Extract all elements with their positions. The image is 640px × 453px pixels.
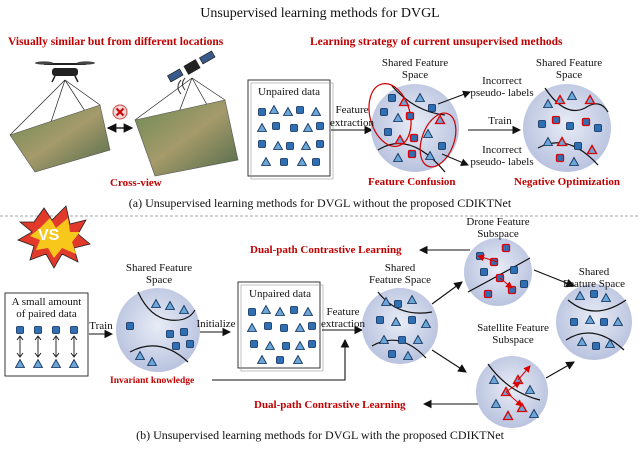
feature-confusion-label: Feature Confusion [368, 176, 456, 188]
vs-label: VS [38, 227, 60, 244]
shared-right-label-1: Shared [578, 266, 610, 278]
unpaired-data-label-a: Unpaired data [258, 86, 320, 98]
dual-path-bottom-label: Dual-path Contrastive Learning [254, 399, 406, 411]
shared-space-right-label-1: Shared Feature [535, 57, 603, 69]
satellite-feature-subspace [476, 356, 548, 428]
shared-space-right-label-2: Space [555, 69, 583, 81]
shared-space-left [116, 288, 200, 372]
paired-data-items [15, 326, 79, 368]
incorrect-bottom-label-1: Incorrect [482, 144, 522, 156]
shared-left-label-1: Shared Feature [125, 262, 193, 274]
incorrect-top-label-1: Incorrect [482, 75, 522, 87]
paired-data-label-1: A small amount [11, 296, 82, 308]
initialize-label: Initialize [196, 318, 236, 330]
shared-mid-label-2: Feature Space [369, 274, 431, 286]
invariant-knowledge-label: Invariant knowledge [110, 376, 195, 386]
negative-optimization-label: Negative Optimization [514, 176, 621, 188]
incorrect-bottom-label-2: pseudo- labels [470, 156, 534, 168]
visually-similar-heading: Visually similar but from different loca… [8, 36, 224, 48]
feature-label-a: Feature [335, 104, 369, 116]
unpaired-data-label-b: Unpaired data [249, 288, 311, 300]
train-label-a: Train [488, 115, 512, 127]
drone-subspace-label-1: Drone Feature [466, 216, 530, 228]
confused-feature-space [368, 83, 459, 173]
drone-icon [35, 61, 95, 83]
caption-a: (a) Unsupervised learning methods for DV… [128, 196, 512, 210]
dual-path-top-label: Dual-path Contrastive Learning [250, 244, 402, 256]
page-title: Unsupervised learning methods for DVGL [200, 6, 440, 21]
satellite-view-image [134, 99, 239, 177]
extraction-label-a: extraction [330, 117, 374, 129]
satellite-subspace-label-1: Satellite Feature [477, 322, 549, 334]
strategy-heading: Learning strategy of current unsupervise… [310, 36, 563, 48]
shared-left-label-2: Space [145, 274, 173, 286]
train-label-b: Train [89, 320, 113, 332]
drone-view-image [9, 104, 111, 173]
drone-feature-subspace [464, 238, 532, 306]
feature-label-b: Feature [326, 306, 360, 318]
shared-space-label-a1: Shared Feature [381, 57, 449, 69]
mismatch-icon [106, 104, 134, 133]
shared-space-middle [362, 288, 438, 364]
cross-view-label: Cross-view [110, 177, 162, 189]
shared-space-right [556, 284, 632, 360]
caption-b: (b) Unsupervised learning methods for DV… [136, 428, 504, 442]
satellite-icon [167, 50, 216, 95]
drone-subspace-label-2: Subspace [477, 228, 519, 240]
extraction-label-b: extraction [321, 318, 365, 330]
negative-optimization-space [523, 84, 611, 172]
vs-badge [17, 205, 91, 269]
incorrect-top-label-2: pseudo- labels [470, 87, 534, 99]
shared-mid-label-1: Shared [384, 262, 416, 274]
shared-right-label-2: Feature Space [563, 278, 625, 290]
satellite-subspace-label-2: Subspace [492, 334, 534, 346]
shared-space-label-a2: Space [401, 69, 429, 81]
paired-data-label-2: of paired data [16, 308, 77, 320]
